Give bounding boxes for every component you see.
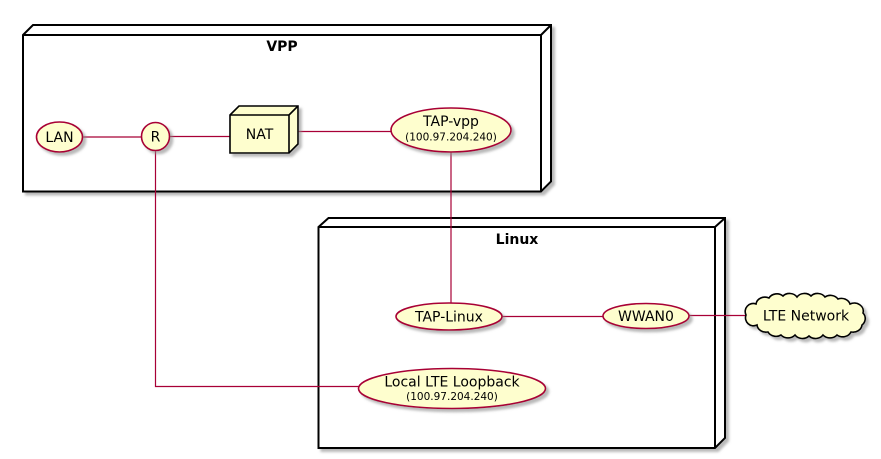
r-node-shape xyxy=(140,121,171,152)
tap-vpp-node-shape xyxy=(390,107,512,153)
linux-container-title: Linux xyxy=(496,232,539,248)
nat-node-label: NAT xyxy=(246,127,274,143)
lte-network-node: LTE Network xyxy=(744,292,867,340)
nat-node-body xyxy=(229,105,299,154)
loopback-node: Local LTE Loopback (100.97.204.240) xyxy=(357,367,547,410)
edge-r-loopback xyxy=(154,150,359,388)
lan-node-label: LAN xyxy=(45,130,73,146)
nat-node-3d-edges xyxy=(230,105,299,153)
wwan0-node-label: WWAN0 xyxy=(618,309,674,325)
vpp-container-title: VPP xyxy=(266,39,297,55)
vpp-container-3d-edges xyxy=(23,24,552,192)
r-node: R xyxy=(140,121,171,152)
wwan0-node: WWAN0 xyxy=(602,302,690,330)
tap-linux-node-shape xyxy=(395,302,503,331)
tap-vpp-node-label: TAP-vpp xyxy=(422,114,479,130)
tap-linux-node: TAP-Linux xyxy=(395,302,503,331)
linux-container: Linux xyxy=(317,217,726,449)
loopback-node-address: (100.97.204.240) xyxy=(406,391,498,403)
wwan0-node-shape xyxy=(602,302,690,330)
tap-linux-node-label: TAP-Linux xyxy=(414,310,483,326)
connections xyxy=(82,130,747,388)
lan-node-shape xyxy=(35,121,84,153)
lan-node: LAN xyxy=(35,121,84,153)
lte-network-node-label: LTE Network xyxy=(763,309,850,325)
tap-vpp-node: TAP-vpp (100.97.204.240) xyxy=(390,107,512,153)
linux-container-3d-edges xyxy=(318,217,726,448)
lte-network-cloud-shape xyxy=(744,292,867,340)
loopback-node-label: Local LTE Loopback xyxy=(384,375,520,391)
loopback-node-shape xyxy=(357,367,547,410)
r-node-label: R xyxy=(151,130,161,146)
tap-vpp-node-address: (100.97.204.240) xyxy=(405,132,497,144)
linux-container-body xyxy=(317,217,726,449)
nat-node: NAT xyxy=(229,105,299,154)
